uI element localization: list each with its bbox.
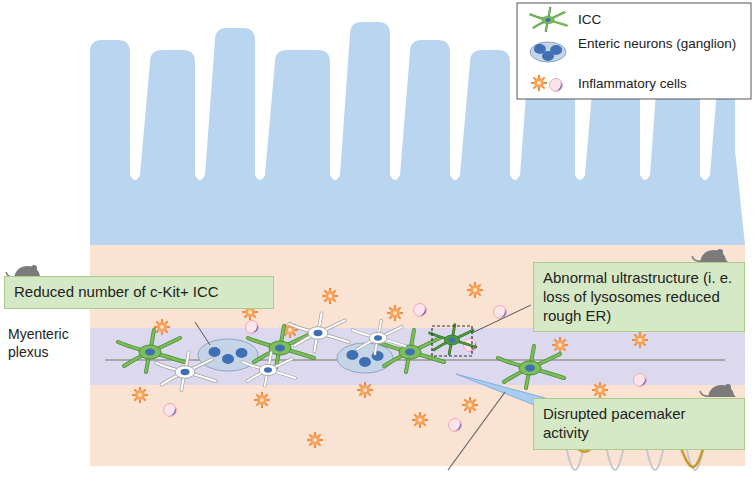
inflammatory-cell	[414, 304, 428, 318]
inflammatory-cell	[246, 321, 260, 335]
icc-cell	[352, 320, 405, 354]
inflammatory-cell	[467, 282, 483, 298]
callout-box: Disrupted pacemaker activity	[533, 398, 745, 450]
inflammatory-cell	[154, 319, 170, 335]
inflammatory-cell	[412, 412, 428, 428]
inflammatory-cell	[531, 75, 547, 91]
icc-cell	[498, 346, 564, 388]
region-label: Myenteric plexus	[8, 326, 86, 361]
inflammatory-cell	[449, 419, 463, 433]
icc-cell	[248, 326, 314, 368]
callout-box: Abnormal ultrastructure (i. e. loss of l…	[533, 262, 745, 332]
plexus-line	[105, 359, 725, 361]
ganglion	[530, 42, 566, 62]
inflammatory-cell	[552, 337, 568, 353]
icc-cell	[156, 352, 215, 390]
inflammatory-cell	[254, 392, 270, 408]
ganglion	[337, 343, 393, 373]
leader-line	[472, 305, 531, 333]
legend-text: Inflammatory cells	[578, 76, 746, 92]
highlight-box	[432, 326, 472, 356]
inflammatory-cell	[322, 288, 338, 304]
muscle-layer	[90, 240, 745, 466]
icc-cell	[118, 330, 184, 372]
legend-text: ICC	[578, 12, 746, 28]
icc-cell	[430, 325, 476, 354]
icc-cell	[242, 352, 295, 386]
inflammatory-cell	[307, 432, 323, 448]
mouse-icon	[700, 384, 736, 397]
inflammatory-cell	[387, 305, 403, 321]
legend-text: Enteric neurons (ganglion)	[578, 36, 746, 52]
inflammatory-cell	[462, 397, 478, 413]
leader-line	[195, 322, 210, 345]
icc-cell	[289, 313, 348, 351]
electrode-wire	[448, 392, 505, 470]
plexus-band	[90, 328, 745, 385]
callout-box: Reduced number of c-Kit+ ICC	[4, 276, 274, 309]
callout-text: Disrupted pacemaker activity	[543, 405, 735, 443]
inflammatory-cell	[632, 332, 648, 348]
inflammatory-cell	[550, 79, 564, 93]
icc-cell	[530, 8, 566, 31]
callout-text: Reduced number of c-Kit+ ICC	[14, 283, 264, 302]
inflammatory-cell	[592, 382, 608, 398]
mouse-icon	[692, 249, 728, 262]
inflammatory-cell	[164, 404, 178, 418]
inflammatory-cell	[634, 374, 648, 388]
callout-text: Abnormal ultrastructure (i. e. loss of l…	[543, 269, 735, 325]
legend-frame	[517, 3, 751, 99]
inflammatory-cell	[357, 382, 373, 398]
inflammatory-cell	[132, 387, 148, 403]
